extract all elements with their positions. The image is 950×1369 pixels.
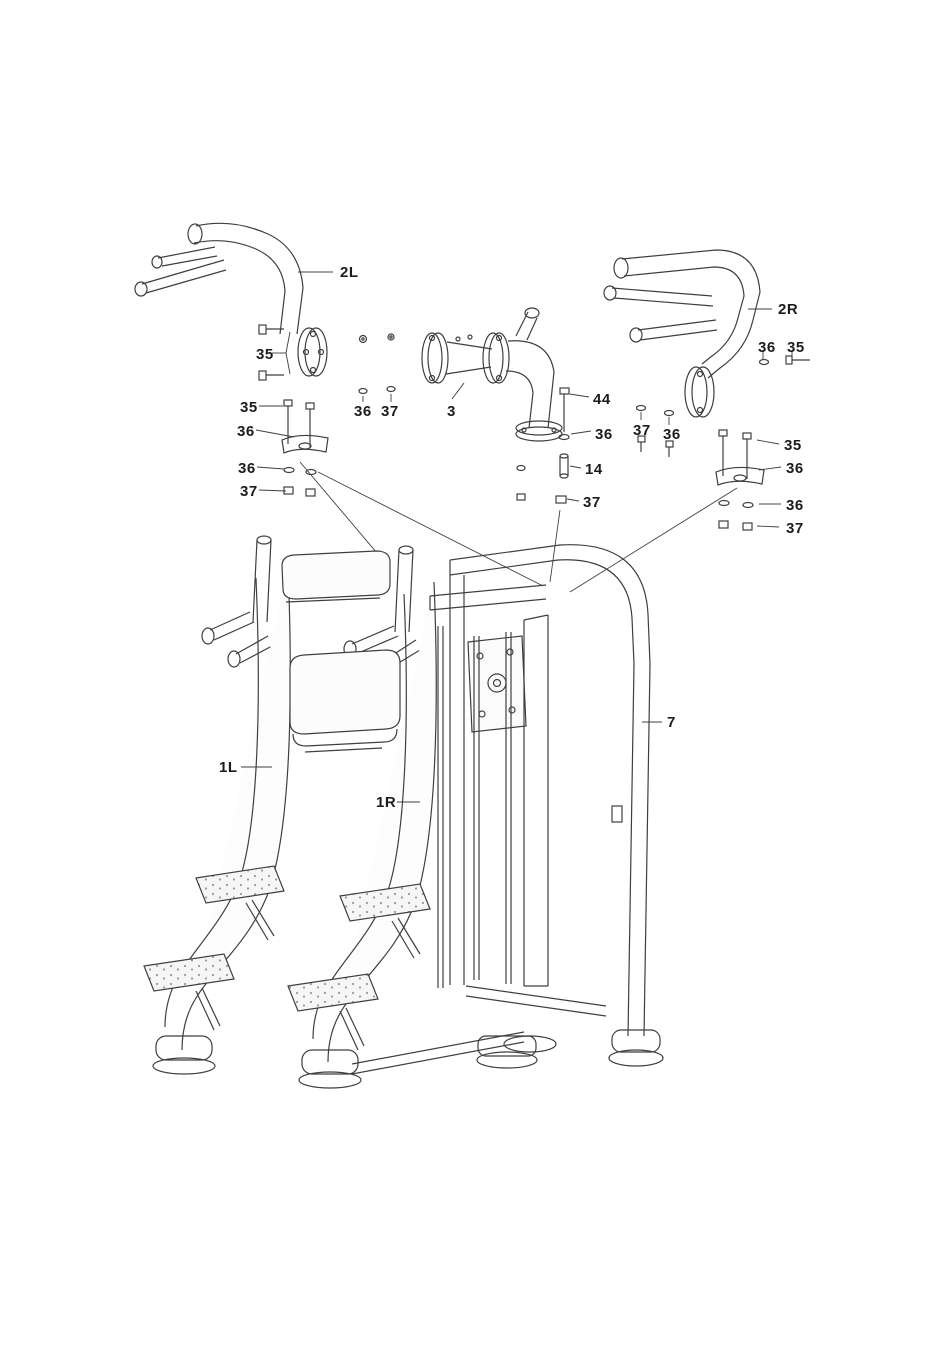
- part-label-44: 44: [593, 391, 611, 408]
- part-label-1L: 1L: [219, 759, 238, 776]
- part-label-35-a: 35: [256, 346, 274, 363]
- center-unit-1R-drawing: [281, 545, 437, 1089]
- part-label-2R: 2R: [778, 301, 799, 318]
- part-label-1R: 1R: [376, 794, 397, 811]
- hardware-right-top-drawing: [758, 355, 810, 366]
- part-label-14: 14: [585, 461, 603, 478]
- part-label-36-g: 36: [238, 460, 256, 477]
- part-label-2L: 2L: [340, 264, 359, 281]
- part-label-36-d: 36: [595, 426, 613, 443]
- part-label-36-c: 36: [354, 403, 372, 420]
- hardware-mid-right-drawing: [635, 404, 675, 457]
- part-label-37-d: 37: [583, 494, 601, 511]
- part-label-35-b: 35: [787, 339, 805, 356]
- part-label-7: 7: [667, 714, 676, 731]
- bolt-group-right-drawing: [715, 429, 765, 531]
- part-label-37-a: 37: [381, 403, 399, 420]
- part-label-36-f: 36: [786, 460, 804, 477]
- part-label-37-e: 37: [786, 520, 804, 537]
- label-leader-lines: [241, 271, 793, 803]
- arm-2L-drawing: [134, 222, 328, 377]
- part-label-36-a: 36: [758, 339, 776, 356]
- part-label-37-c: 37: [240, 483, 258, 500]
- bolt-group-left-drawing: [281, 399, 329, 497]
- tower-7-drawing: [351, 544, 664, 1075]
- part-3-drawing: [421, 307, 563, 442]
- part-label-3: 3: [447, 403, 456, 420]
- part-label-37-b: 37: [633, 422, 651, 439]
- washer-36-37-midleft-drawing: [358, 333, 396, 395]
- part-label-36-h: 36: [786, 497, 804, 514]
- part-label-35-d: 35: [784, 437, 802, 454]
- part-label-36-b: 36: [237, 423, 255, 440]
- left-unit-1L-drawing: [143, 535, 291, 1075]
- bolt-35-left-top-drawing: [258, 324, 284, 381]
- part-label-35-c: 35: [240, 399, 258, 416]
- bolt-44-column-drawing: [516, 387, 570, 504]
- part-label-36-e: 36: [663, 426, 681, 443]
- arm-2R-drawing: [603, 249, 761, 418]
